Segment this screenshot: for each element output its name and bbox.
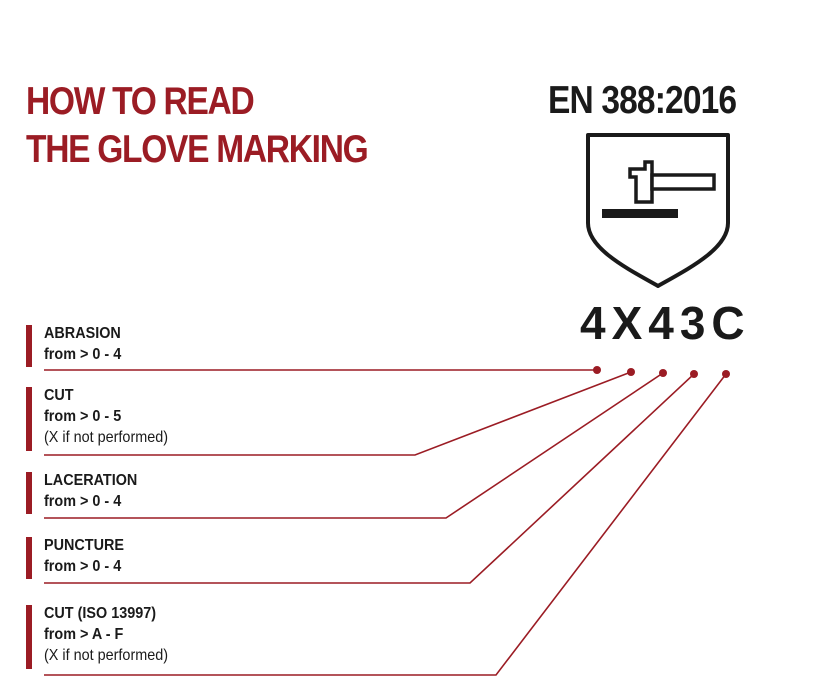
leader-line-cut — [44, 371, 632, 456]
leader-dot-2 — [627, 368, 635, 376]
leader-line-laceration — [44, 372, 664, 519]
title-line-2: THE GLOVE MARKING — [26, 128, 369, 171]
leader-dot-4 — [690, 370, 698, 378]
standard-label: EN 388:2016 — [548, 79, 737, 122]
legend-label: CUT (ISO 13997) — [44, 605, 157, 622]
legend-label: LACERATION — [44, 472, 138, 489]
legend-label: CUT — [44, 387, 74, 404]
legend-bar — [26, 537, 32, 579]
title-line-1: HOW TO READ — [26, 80, 255, 123]
legend-range: from > 0 - 4 — [44, 346, 122, 363]
legend-range: from > A - F — [44, 626, 124, 643]
legend-bar — [26, 472, 32, 514]
legend-range: from > 0 - 5 — [44, 408, 122, 425]
marking-code: 4X43C — [580, 297, 751, 349]
legend-range: from > 0 - 4 — [44, 493, 122, 510]
legend-note: (X if not performed) — [44, 429, 169, 446]
leader-dot-3 — [659, 369, 667, 377]
legend-bar — [26, 605, 32, 669]
mechanical-risks-hammer-shield-icon — [586, 133, 730, 288]
legend-range: from > 0 - 4 — [44, 558, 122, 575]
leader-dot-5 — [722, 370, 730, 378]
legend-bar — [26, 387, 32, 451]
legend-note: (X if not performed) — [44, 647, 169, 664]
legend-bar — [26, 325, 32, 367]
leader-dot-1 — [593, 366, 601, 374]
page-title: HOW TO READ THE GLOVE MARKING — [26, 78, 369, 174]
legend-label: PUNCTURE — [44, 537, 125, 554]
legend-label: ABRASION — [44, 325, 121, 342]
leader-line-cut-iso — [44, 373, 727, 676]
leader-line-puncture — [44, 373, 695, 584]
